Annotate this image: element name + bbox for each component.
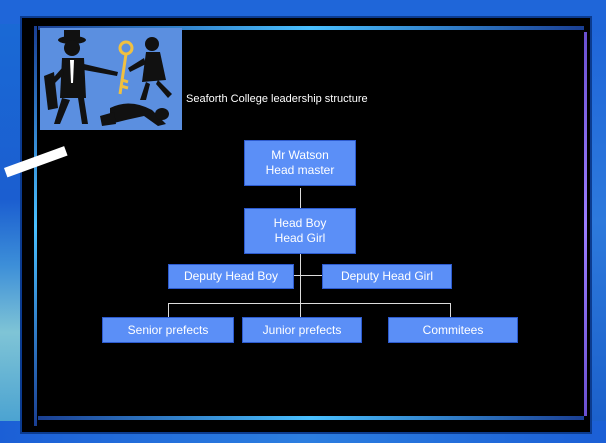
head-boy-label: Head Boy: [273, 216, 327, 230]
connector-commitees: [450, 303, 451, 317]
head-master-title: Head master: [265, 163, 335, 177]
slide-right-border: [584, 32, 587, 416]
slide-top-border: [38, 26, 584, 30]
leadership-clipart-image: [40, 28, 182, 130]
head-girl-label: Head Girl: [274, 231, 326, 245]
node-commitees: Commitees: [388, 317, 518, 343]
node-deputy-head-girl: Deputy Head Girl: [322, 264, 452, 289]
connector-head-to-headboy: [300, 188, 301, 208]
connector-headboy-down: [300, 254, 301, 304]
node-head-master: Mr Watson Head master: [244, 140, 356, 186]
node-senior-prefects: Senior prefects: [102, 317, 234, 343]
slide: Seaforth College leadership structure Mr…: [20, 16, 592, 434]
node-head-boy-girl: Head Boy Head Girl: [244, 208, 356, 254]
chart-subtitle: Seaforth College leadership structure: [186, 93, 368, 105]
connector-junior-prefects: [300, 303, 301, 317]
slide-left-border: [34, 26, 37, 426]
head-master-name: Mr Watson: [271, 148, 329, 162]
node-deputy-head-boy: Deputy Head Boy: [168, 264, 294, 289]
slide-bottom-border: [38, 416, 584, 420]
node-junior-prefects: Junior prefects: [242, 317, 362, 343]
connector-senior-prefects: [168, 303, 169, 317]
connector-prefects-horizontal: [168, 303, 450, 304]
connector-deputy-line: [294, 275, 322, 276]
